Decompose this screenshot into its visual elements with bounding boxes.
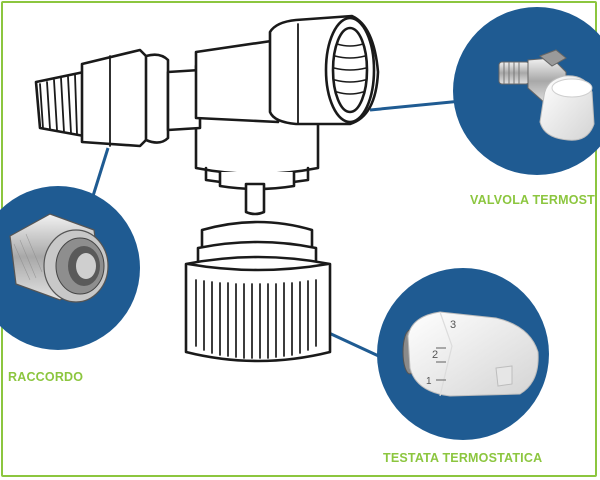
testata-number-2: 2 — [432, 349, 438, 361]
testata-number-1: 1 — [426, 376, 432, 387]
valve-female-end — [194, 14, 380, 126]
raccordo-threaded-end — [34, 48, 202, 148]
label-raccordo: RACCORDO — [8, 370, 84, 384]
testata-number-3: 3 — [450, 319, 456, 331]
testata-photo-circle: 1 2 3 — [377, 268, 549, 440]
valvola-photo — [498, 49, 595, 141]
valve-line-drawing — [34, 14, 380, 363]
label-testata-termostatica: TESTATA TERMOSTATICA — [383, 451, 543, 465]
valvola-photo-circle — [453, 7, 600, 175]
raccordo-photo-circle — [0, 186, 140, 350]
testata-line-drawing — [184, 220, 332, 363]
label-valvola-termostatica: VALVOLA TERMOST — [470, 193, 595, 207]
connector-line-raccordo — [91, 147, 110, 197]
raccordo-photo — [9, 213, 109, 303]
testata-photo: 1 2 3 — [402, 311, 539, 397]
valve-spindle — [244, 182, 266, 216]
